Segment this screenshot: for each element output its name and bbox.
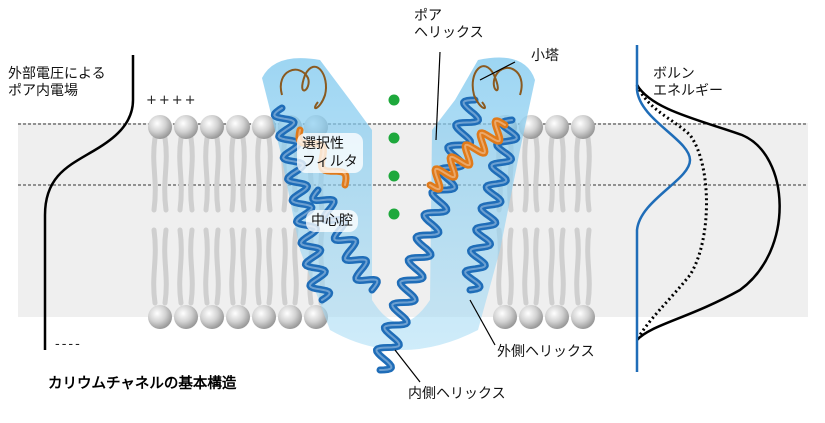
right-outer-helix bbox=[461, 116, 521, 294]
figure-caption: カリウムチャネルの基本構造 bbox=[48, 375, 237, 392]
membrane-band bbox=[18, 123, 808, 317]
born-energy-dotted-curve bbox=[635, 84, 708, 341]
lipid-molecule bbox=[252, 115, 276, 329]
selectivity-filter-label-line1: 選択性 bbox=[302, 136, 344, 152]
turret-left bbox=[279, 65, 327, 110]
pore-helix-leader bbox=[435, 51, 441, 141]
k-ion-icon bbox=[388, 208, 400, 220]
pore-helix-label: ポア ヘリックス bbox=[414, 8, 484, 42]
central-cavity-label: 中心腔 bbox=[306, 210, 358, 232]
pore-helix-label-line1: ポア bbox=[414, 8, 442, 24]
left-inner-helix bbox=[309, 186, 381, 294]
k-ion-icon bbox=[388, 170, 400, 182]
left-outer-helix bbox=[270, 104, 334, 304]
lipid-bilayer-icon bbox=[148, 115, 595, 329]
membrane-potential-label: 外部電圧による ポア内電場 bbox=[8, 66, 106, 100]
born-energy-blue-curve bbox=[635, 45, 692, 372]
lipid-molecule bbox=[519, 115, 543, 329]
plus-signs: ++++ bbox=[146, 93, 198, 108]
inner-helix-label: 内側ヘリックス bbox=[408, 386, 506, 402]
lipid-molecule bbox=[226, 115, 250, 329]
born-energy-black-curve bbox=[635, 84, 781, 341]
born-energy-label-line2: エネルギー bbox=[653, 83, 723, 99]
turret-label: 小塔 bbox=[531, 48, 559, 64]
born-energy-label: ボルン エネルギー bbox=[653, 66, 723, 100]
lipid-molecule bbox=[545, 115, 569, 329]
k-ion-column bbox=[388, 94, 400, 220]
right-pore-helix bbox=[426, 117, 509, 193]
membrane-potential-curve bbox=[43, 55, 135, 350]
outer-helix-leader bbox=[469, 299, 496, 346]
turret-leader bbox=[479, 61, 516, 81]
k-ion-icon bbox=[388, 132, 400, 144]
right-inner-helix bbox=[373, 96, 482, 374]
k-ion-icon bbox=[388, 94, 400, 106]
minus-signs: ---- bbox=[55, 337, 82, 352]
outer-helix-label: 外側ヘリックス bbox=[497, 344, 595, 360]
turret-right bbox=[471, 65, 523, 110]
lipid-molecule bbox=[148, 115, 172, 329]
pore-helix-label-line2: ヘリックス bbox=[414, 25, 484, 41]
lipid-molecule bbox=[200, 115, 224, 329]
lipid-molecule bbox=[571, 115, 595, 329]
membrane-potential-label-line1: 外部電圧による bbox=[8, 66, 106, 82]
lipid-molecule bbox=[174, 115, 198, 329]
membrane-potential-label-line2: ポア内電場 bbox=[8, 83, 78, 99]
selectivity-filter-label-line2: フィルタ bbox=[302, 154, 358, 170]
selectivity-filter-label: 選択性 フィルタ bbox=[297, 133, 363, 173]
inner-helix-leader bbox=[394, 349, 421, 383]
born-energy-label-line1: ボルン bbox=[653, 66, 695, 82]
